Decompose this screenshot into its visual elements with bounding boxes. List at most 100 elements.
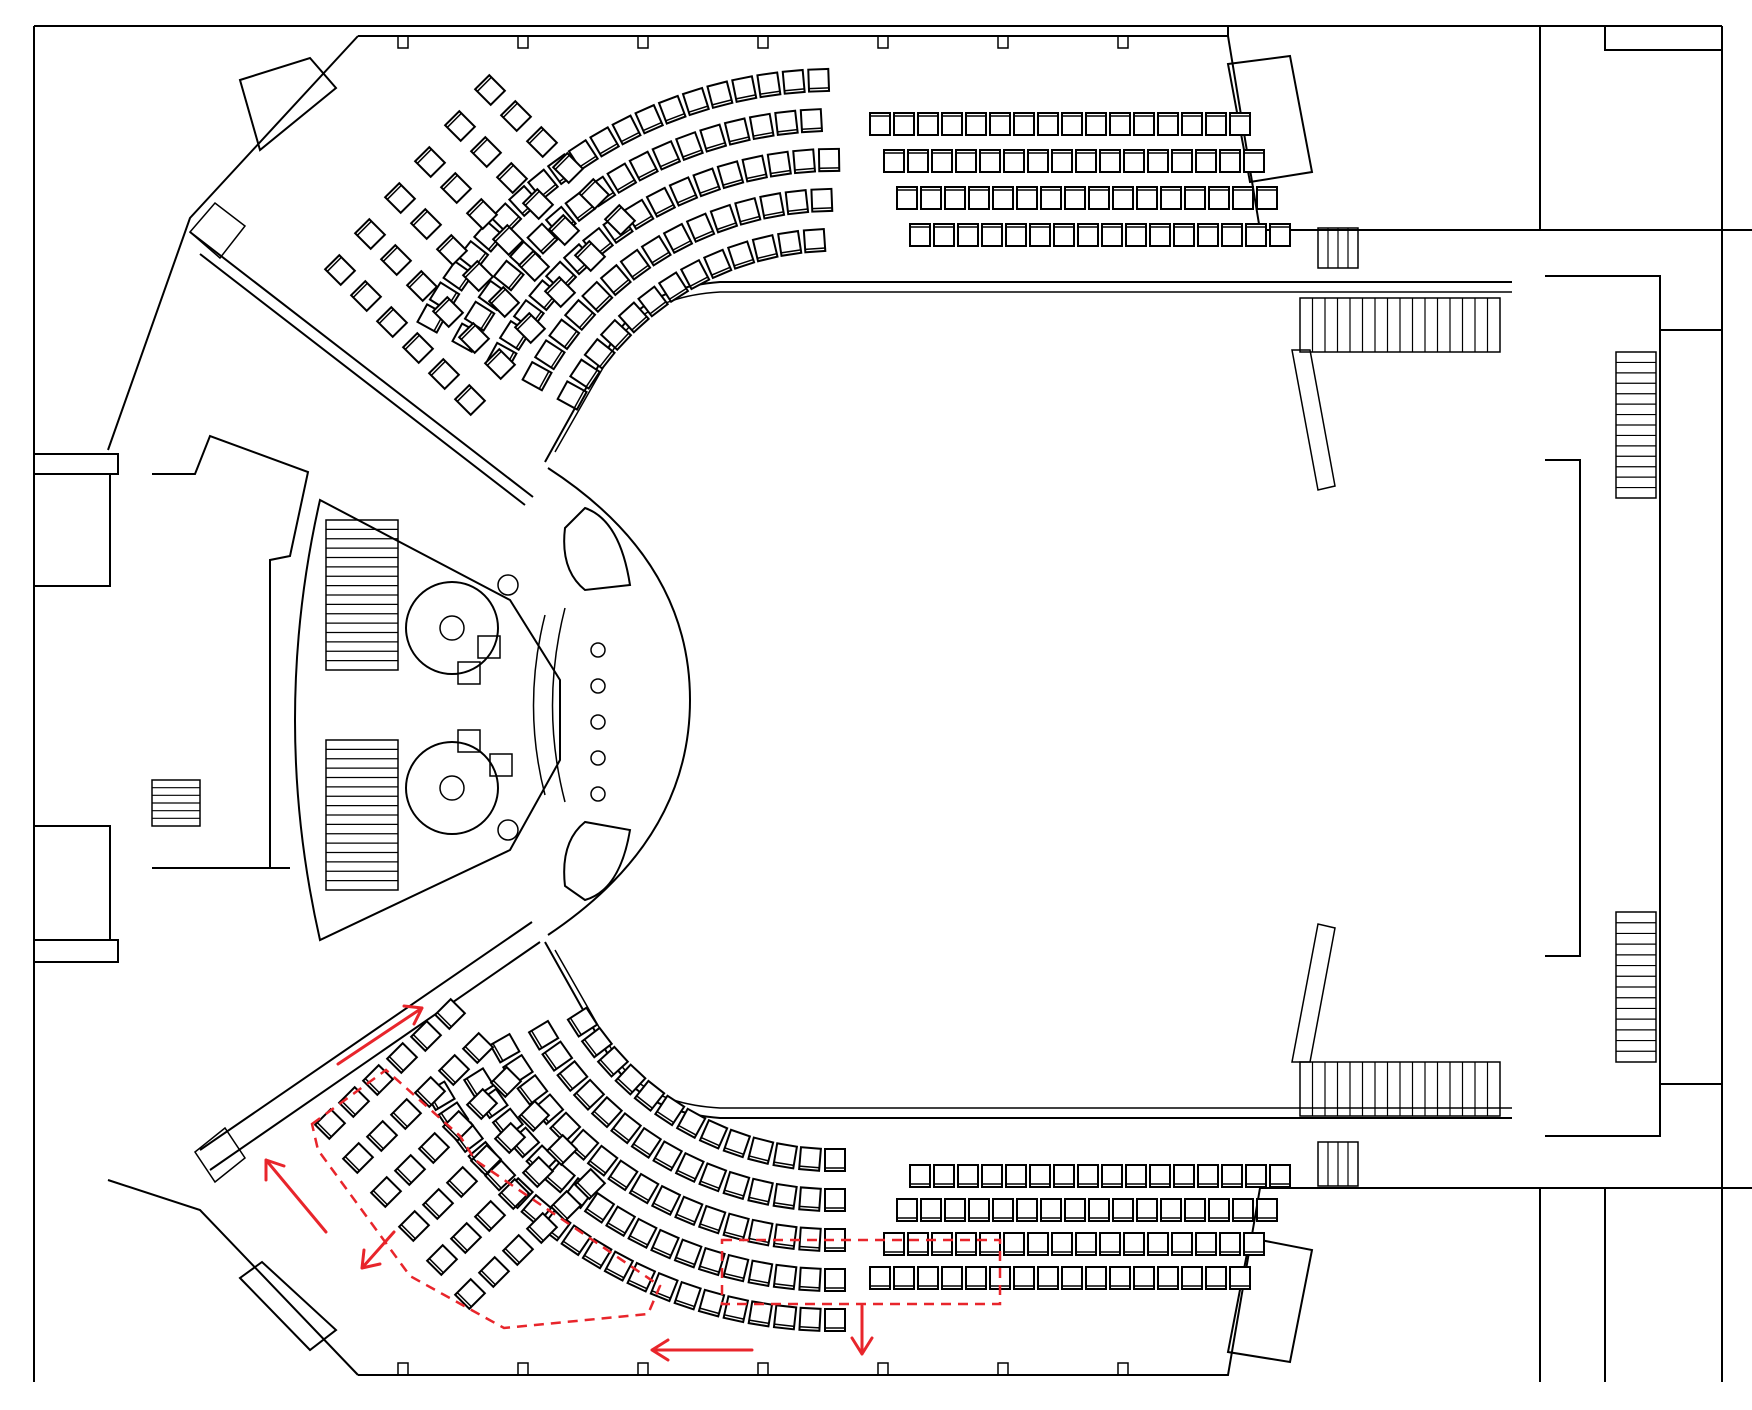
lower-curved-seat — [583, 1191, 616, 1224]
stairs — [151, 227, 1657, 1187]
lower-straight-seat — [1003, 1232, 1025, 1256]
seat-back — [669, 287, 687, 300]
seat-back — [805, 247, 826, 251]
upper-curved-seat — [716, 160, 745, 190]
seat-back — [546, 1176, 563, 1191]
column — [497, 819, 519, 841]
lower-straight-seat — [1160, 1198, 1182, 1222]
lower-straight-seat — [1147, 1232, 1169, 1256]
upper-curved-seat — [781, 68, 806, 95]
seat-back — [520, 252, 536, 268]
seat-cushion — [931, 1232, 953, 1256]
seat-cushion — [674, 130, 704, 162]
seat-cushion — [751, 234, 779, 263]
upper-straight-seat — [1003, 149, 1025, 173]
seat-back — [586, 1208, 604, 1221]
upper-wing-seat — [461, 259, 495, 293]
seat-cushion — [610, 1112, 643, 1145]
seat-cushion — [417, 1131, 451, 1165]
seat-cushion — [941, 112, 963, 136]
lower-straight-seat — [1064, 1198, 1086, 1222]
upper-wing-seat — [521, 187, 555, 221]
door-notch-top — [637, 36, 649, 49]
seat-back — [550, 350, 563, 368]
seat-back — [388, 1056, 404, 1072]
seat-cushion — [323, 253, 357, 287]
seat-back — [678, 1124, 697, 1136]
upper-gallery-end — [188, 201, 247, 260]
lower-straight-seat — [1005, 1164, 1027, 1188]
seat-back — [585, 369, 598, 388]
seat-cushion — [955, 1232, 977, 1256]
lower-curved-seat — [772, 1182, 798, 1210]
seat-cushion — [1133, 1266, 1155, 1290]
seat-back — [452, 1236, 468, 1252]
lower-straight-seat — [920, 1198, 942, 1222]
seat-back — [770, 169, 791, 175]
upper-curved-seat — [637, 285, 670, 318]
seat-cushion — [673, 1238, 703, 1269]
seat-cushion — [497, 1177, 531, 1211]
seat-cushion — [1077, 223, 1099, 247]
seat-cushion — [469, 1143, 503, 1177]
seat-cushion — [453, 383, 487, 417]
upper-straight-seat — [1195, 149, 1217, 173]
upper-wing-seat — [435, 233, 469, 267]
seat-cushion — [527, 1019, 560, 1051]
lower-curved-seat — [527, 1019, 560, 1051]
upper-straight-seat — [1269, 223, 1291, 247]
upper-straight-seat — [883, 149, 905, 173]
seat-cushion — [563, 298, 597, 332]
seat-cushion — [521, 1155, 555, 1189]
lower-straight-seat — [957, 1164, 979, 1188]
upper-straight-seat — [955, 149, 977, 173]
seat-back — [799, 1285, 820, 1289]
lower-straight-seat — [883, 1232, 905, 1256]
seat-back — [430, 360, 446, 376]
seat-back — [672, 240, 691, 251]
lower-curved-seat — [650, 1184, 682, 1217]
seat-back — [412, 1034, 428, 1050]
seat-cushion — [548, 1111, 582, 1144]
seat-back — [508, 272, 522, 289]
lower-wing-seat — [461, 1031, 495, 1065]
door-notch-bottom — [877, 1362, 889, 1375]
lower-straight-seat — [896, 1198, 918, 1222]
post — [590, 750, 606, 766]
lower-curved-seat — [627, 1217, 658, 1249]
seat-cushion — [1136, 1198, 1158, 1222]
lower-straight-seat — [981, 1164, 1003, 1188]
seat-cushion — [649, 1271, 679, 1303]
seat-cushion — [1205, 1266, 1227, 1290]
upper-curved-seat — [645, 186, 677, 218]
seat-back — [724, 1147, 744, 1156]
seat-back — [480, 311, 493, 330]
seat-cushion — [449, 1221, 483, 1255]
lower-curved-seat — [586, 1144, 619, 1177]
upper-straight-seat — [1109, 112, 1131, 136]
stage-wing-upper — [1291, 349, 1336, 491]
seat-back — [440, 1068, 456, 1084]
upper-straight-seat — [957, 223, 979, 247]
seat-back — [593, 1110, 610, 1126]
seat-cushion — [702, 248, 733, 280]
seat-back — [699, 1223, 720, 1232]
seat-cushion — [607, 1159, 639, 1192]
seat-cushion — [1171, 1232, 1193, 1256]
lower-wing-seat — [433, 997, 467, 1031]
seat-cushion — [1269, 223, 1291, 247]
lower-curved-seat — [824, 1308, 846, 1332]
lower-curved-seat — [772, 1223, 798, 1251]
seat-cushion — [992, 1198, 1014, 1222]
seat-back — [694, 230, 714, 240]
lower-wing-seat — [525, 1211, 559, 1245]
left-block — [34, 473, 111, 941]
upper-wing-seat — [499, 99, 533, 133]
seat-cushion — [810, 187, 834, 213]
upper-straight-seat — [907, 149, 929, 173]
lower-straight-seat — [1256, 1198, 1278, 1222]
seat-cushion — [1013, 112, 1035, 136]
seat-back — [700, 1180, 720, 1190]
upper-straight-seat — [1037, 112, 1059, 136]
upper-curved-seat — [741, 154, 769, 183]
